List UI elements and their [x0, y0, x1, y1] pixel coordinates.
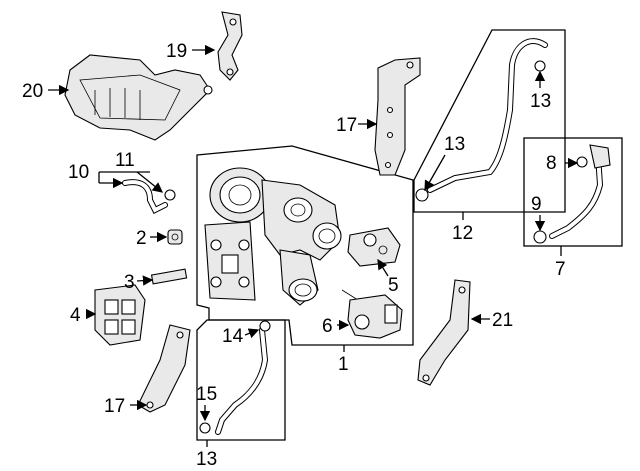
callout-19: 19: [166, 41, 187, 62]
callout-1: 1: [338, 354, 349, 375]
return-line-group-outline: [523, 137, 623, 247]
callout-16: 15: [196, 384, 217, 405]
bracket-17-part: [374, 57, 421, 176]
oil-line-group-outline: [413, 29, 566, 213]
callout-11: 11: [115, 150, 135, 171]
callout-3: 3: [124, 272, 135, 293]
coolant-line: [199, 320, 271, 435]
bracket-18-part: [137, 324, 191, 413]
oil-feed-line: [415, 38, 548, 202]
actuator-part: [347, 227, 401, 267]
heat-shield-part: [64, 54, 213, 141]
turbocharger: [204, 167, 342, 306]
callout-10: 10: [68, 162, 89, 183]
callout-8: 8: [546, 153, 557, 174]
callout-7: 7: [555, 259, 566, 280]
callout-9: 9: [531, 194, 542, 215]
vacuum-hose-part: [122, 179, 176, 215]
oil-return-line: [533, 144, 611, 244]
bracket-21-part: [417, 279, 471, 386]
callout-6: 6: [322, 316, 333, 337]
callout-13-left: 13: [444, 134, 465, 155]
gasket-part: [94, 284, 146, 346]
callout-12: 12: [452, 223, 473, 244]
bracket-19-part: [217, 11, 243, 81]
callout-18: 17: [104, 396, 125, 417]
callout-4: 4: [70, 305, 81, 326]
leader-lines: [48, 44, 579, 447]
callout-2: 2: [136, 228, 147, 249]
callout-14: 13: [196, 449, 217, 470]
callout-15: 14: [222, 326, 244, 347]
callout-17: 17: [336, 115, 357, 136]
solenoid-valve-part: [341, 289, 403, 339]
stud-part: [150, 268, 188, 285]
callout-13-top: 13: [530, 91, 551, 112]
coolant-line-group-outline: [196, 319, 286, 441]
plug-part: [167, 229, 183, 245]
callout-5: 5: [388, 275, 399, 296]
callout-20: 20: [22, 81, 43, 102]
callout-21: 21: [492, 310, 513, 331]
turbo-group-outline: [196, 145, 414, 346]
